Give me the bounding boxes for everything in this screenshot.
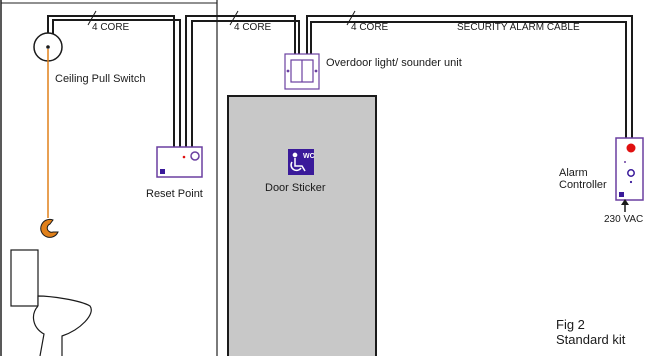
controller-wheelchair-icon: [619, 192, 624, 197]
ceiling-pull-switch: [33, 32, 63, 238]
controller-dot-icon: [624, 161, 626, 163]
overdoor-unit: [284, 53, 320, 90]
pull-switch-dot: [46, 45, 50, 49]
reset-point-label: Reset Point: [146, 188, 203, 200]
core-ticks: [87, 10, 356, 26]
ceiling-pull-switch-label: Ceiling Pull Switch: [55, 73, 145, 85]
wc-wheelchair-sticker-icon: [288, 149, 314, 175]
door-panel: [227, 95, 377, 356]
alarm-controller-label-2: Controller: [559, 179, 607, 191]
wire-reset-to-overdoor-inner: [191, 20, 300, 147]
overdoor-screw-left: [286, 69, 290, 73]
toilet-bowl: [32, 295, 92, 356]
wheelchair-icon: [290, 152, 306, 172]
alarm-light-icon: [626, 143, 636, 153]
reset-wheelchair-icon: [160, 169, 165, 174]
wire-pull-to-reset-inner: [52, 19, 181, 147]
alarm-controller-label-1: Alarm: [559, 167, 588, 179]
cistern: [10, 249, 39, 307]
alarm-controller: [615, 137, 644, 201]
security-cable-label: SECURITY ALARM CABLE: [457, 22, 580, 33]
wire-overdoor-to-controller-inner: [310, 21, 627, 138]
wire-overdoor-to-controller: [306, 15, 633, 138]
core-label-1: 4 CORE: [92, 22, 130, 33]
reset-indicator-icon: [182, 155, 186, 159]
reset-button-icon: [190, 151, 200, 161]
toilet-icon: [10, 249, 92, 356]
supply-label: 230 VAC: [604, 214, 643, 225]
overdoor-screw-right: [314, 69, 318, 73]
pull-cord-handle-icon: [40, 218, 59, 238]
core-label-3: 4 CORE: [351, 22, 389, 33]
wiring: [47, 15, 633, 147]
fig-caption-1: Fig 2: [556, 317, 585, 332]
door: [227, 95, 377, 356]
door-sticker: WC: [288, 149, 315, 175]
door-sticker-label: Door Sticker: [265, 182, 326, 194]
controller-button-icon: [627, 169, 635, 177]
fig-caption-2: Standard kit: [556, 332, 626, 347]
overdoor-unit-label: Overdoor light/ sounder unit: [326, 57, 462, 69]
supply-arrow-icon: [621, 199, 629, 212]
core-label-2: 4 CORE: [234, 22, 272, 33]
controller-indicator-icon: [629, 180, 633, 184]
wc-badge-text: WC: [303, 153, 315, 160]
wire-pull-to-reset: [47, 15, 175, 147]
reset-point: [156, 146, 203, 178]
wire-reset-to-overdoor: [185, 15, 296, 147]
